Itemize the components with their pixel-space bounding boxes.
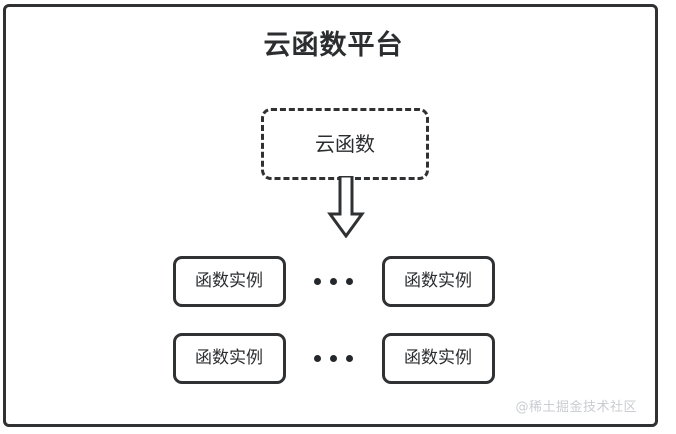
ellipsis-dot [330, 277, 337, 285]
function-instance-label: 函数实例 [404, 347, 472, 368]
cloud-function-label: 云函数 [315, 132, 375, 156]
down-block-arrow-icon [327, 176, 365, 238]
cloud-function-platform-container: 云函数平台 云函数 函数实例 函数实例 函数实例 [3, 4, 658, 427]
watermark: @稀土掘金技术社区 [515, 400, 637, 415]
function-instance-box[interactable]: 函数实例 [172, 332, 286, 384]
ellipsis-dot [330, 354, 337, 362]
function-instance-box[interactable]: 函数实例 [381, 332, 495, 384]
function-instance-box[interactable]: 函数实例 [381, 255, 495, 307]
function-instance-box[interactable]: 函数实例 [172, 255, 286, 307]
ellipsis-dot [346, 354, 353, 362]
function-instance-label: 函数实例 [195, 270, 263, 291]
ellipsis-dot [314, 354, 321, 362]
page-title: 云函数平台 [263, 30, 404, 61]
instance-row-2: 函数实例 函数实例 [6, 332, 661, 384]
function-instance-label: 函数实例 [195, 347, 263, 368]
function-instance-label: 函数实例 [404, 270, 472, 291]
instance-row-1: 函数实例 函数实例 [6, 255, 661, 307]
ellipsis-dot [314, 277, 321, 285]
ellipsis-dots [286, 354, 382, 362]
ellipsis-dots [286, 277, 382, 285]
ellipsis-dot [346, 277, 353, 285]
cloud-function-node[interactable]: 云函数 [261, 108, 429, 180]
